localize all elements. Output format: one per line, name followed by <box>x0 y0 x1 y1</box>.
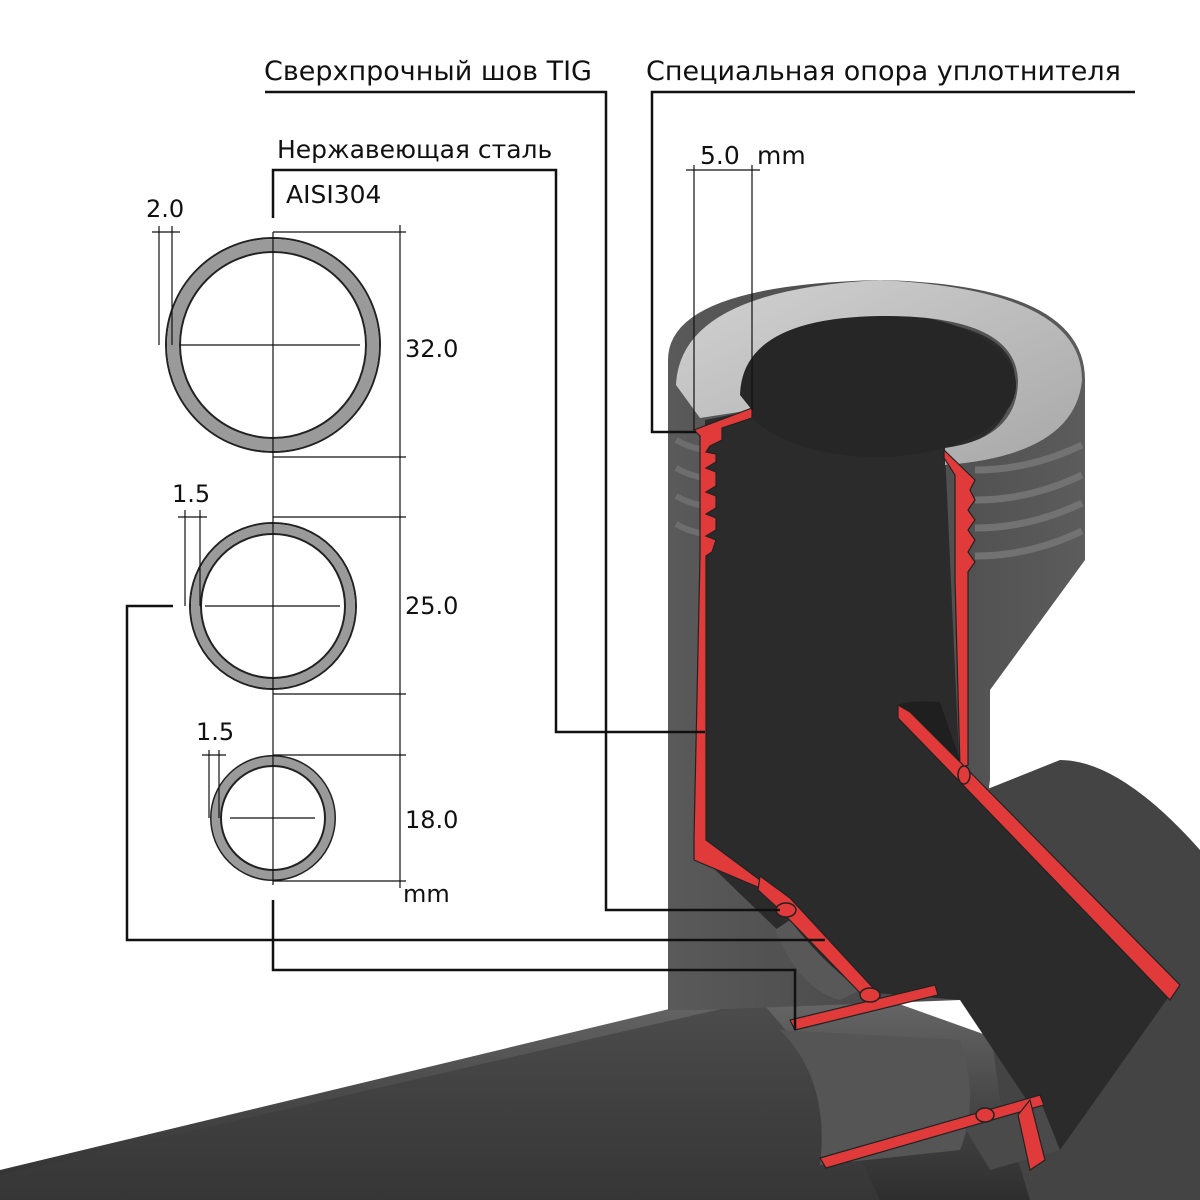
leader-tube-sizes <box>125 604 825 942</box>
label-wall-25: 1.5 <box>172 480 211 508</box>
top-ring-face <box>676 280 1082 465</box>
label-stainless-steel: Нержавеющая сталь <box>277 135 553 164</box>
label-seal-support: Специальная опора уплотнителя <box>646 56 1121 87</box>
label-wall-5: 5.0 <box>700 141 740 170</box>
label-tig-weld: Сверхпрочный шов TIG <box>264 56 592 87</box>
label-wall-18: 1.5 <box>196 718 235 746</box>
leader-axis-lower <box>271 900 797 1030</box>
leader-tig-weld <box>265 90 780 912</box>
weld-bead-2 <box>859 987 881 1003</box>
label-diameter-25: 25.0 <box>405 592 459 620</box>
label-wall-32: 2.0 <box>146 195 185 223</box>
leader-stainless-steel <box>271 168 705 734</box>
leader-seal-support <box>650 90 1135 434</box>
label-wall-5-unit: mm <box>757 141 806 170</box>
leader-lines <box>125 90 1135 1030</box>
weld-beads <box>775 765 995 1123</box>
section-right-edge <box>1017 1098 1046 1171</box>
section-horizontal-top <box>789 984 939 1031</box>
thread-grooves-right <box>974 441 1084 560</box>
label-grade: AISI304 <box>286 180 382 209</box>
section-left-wall <box>692 407 761 889</box>
label-units: mm <box>403 880 450 908</box>
weld-bead-3 <box>957 765 971 785</box>
weld-bead-4 <box>975 1107 995 1123</box>
label-diameter-32: 32.0 <box>405 335 459 363</box>
dimension-lines <box>152 165 760 888</box>
section-right-wall <box>943 448 976 769</box>
fitting-3d <box>0 280 1200 1200</box>
label-diameter-18: 18.0 <box>405 806 459 834</box>
